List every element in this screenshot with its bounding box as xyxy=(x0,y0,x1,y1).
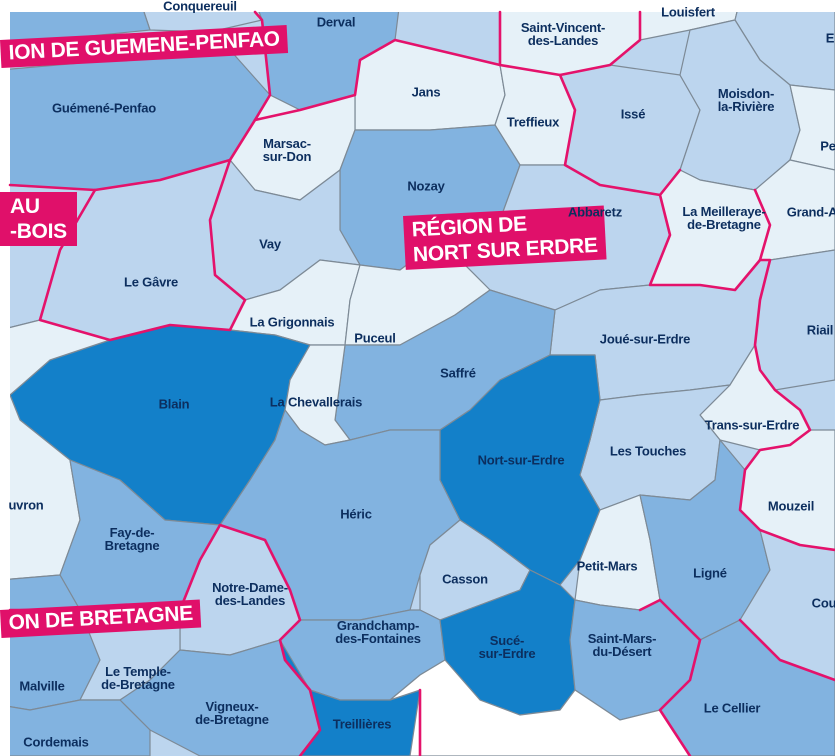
region-border-nozay-north xyxy=(253,38,682,197)
label-vay: Vay xyxy=(259,236,281,252)
region-border-nozay-west xyxy=(38,158,247,342)
label-suce: Sucé- sur-Erdre xyxy=(478,633,536,661)
label-cordemais: Cordemais xyxy=(23,734,89,750)
label-les-touches: Les Touches xyxy=(609,443,687,459)
label-jans: Jans xyxy=(411,84,441,100)
label-edge-e: E xyxy=(825,30,835,46)
label-casson: Casson xyxy=(442,571,488,587)
label-la-chevallerais: La Chevallerais xyxy=(269,394,363,410)
label-conquereuil: Conquereuil xyxy=(163,0,237,14)
region-border-east xyxy=(648,193,835,552)
label-saint-mars: Saint-Mars- du-Désert xyxy=(587,631,657,659)
label-heric: Héric xyxy=(340,506,372,522)
label-treillieres: Treillières xyxy=(332,716,392,732)
label-louisfert: Louisfert xyxy=(661,4,715,20)
label-marsac: Marsac- sur-Don xyxy=(262,136,312,164)
label-moisdon: Moisdon- la-Rivière xyxy=(717,86,775,114)
label-edge-pe: Pe xyxy=(820,138,835,154)
outside-area xyxy=(389,659,691,756)
left-margin xyxy=(0,0,10,756)
label-grandchamp: Grandchamp- des-Fontaines xyxy=(335,618,421,646)
label-guemene-penfao: Guémené-Penfao xyxy=(51,100,157,116)
label-vigneux: Vigneux- de-Bretagne xyxy=(195,699,269,727)
label-saint-vincent: Saint-Vincent- des-Landes xyxy=(520,20,606,48)
label-le-cellier: Le Cellier xyxy=(703,700,761,716)
label-edge-grand: Grand-A xyxy=(786,204,835,220)
label-petit-mars: Petit-Mars xyxy=(576,558,638,574)
region-border-east-2 xyxy=(753,188,772,262)
label-la-meilleraye: La Meilleraye- de-Bretagne xyxy=(682,204,766,232)
label-le-temple: Le Temple- de-Bretagne xyxy=(101,664,175,692)
top-margin xyxy=(0,0,835,12)
label-ligne: Ligné xyxy=(693,565,727,581)
label-blain: Blain xyxy=(158,396,190,412)
region-label-nozay: AU -BOIS xyxy=(0,192,77,246)
label-la-grigonnais: La Grigonnais xyxy=(249,314,335,330)
region-label-nozay-line1: AU xyxy=(10,195,40,218)
label-derval: Derval xyxy=(316,14,356,30)
region-label-nozay-line2: -BOIS xyxy=(10,220,67,243)
region-border-se xyxy=(638,598,835,756)
label-le-gavre: Le Gâvre xyxy=(123,274,179,290)
region-border-top xyxy=(498,10,642,77)
label-edge-riaille: Riail xyxy=(806,322,834,338)
label-malville: Malville xyxy=(19,678,65,694)
label-abbaretz: Abbaretz xyxy=(567,204,623,220)
label-notre-dame: Notre-Dame- des-Landes xyxy=(212,580,288,608)
label-puceul: Puceul xyxy=(354,330,396,346)
label-edge-cou: Cou xyxy=(811,595,835,611)
label-treffieux: Treffieux xyxy=(506,114,560,130)
label-mouzeil: Mouzeil xyxy=(767,498,815,514)
label-saffre: Saffré xyxy=(440,365,476,381)
label-nozay: Nozay xyxy=(407,178,445,194)
label-edge-uvron: uvron xyxy=(8,497,44,513)
label-joue: Joué-sur-Erdre xyxy=(599,331,691,347)
label-isse: Issé xyxy=(620,106,646,122)
commune-cordemais[interactable] xyxy=(0,699,151,756)
label-nort: Nort-sur-Erdre xyxy=(477,452,565,468)
label-trans: Trans-sur-Erdre xyxy=(704,417,800,433)
label-fay: Fay-de- Bretagne xyxy=(104,525,160,553)
